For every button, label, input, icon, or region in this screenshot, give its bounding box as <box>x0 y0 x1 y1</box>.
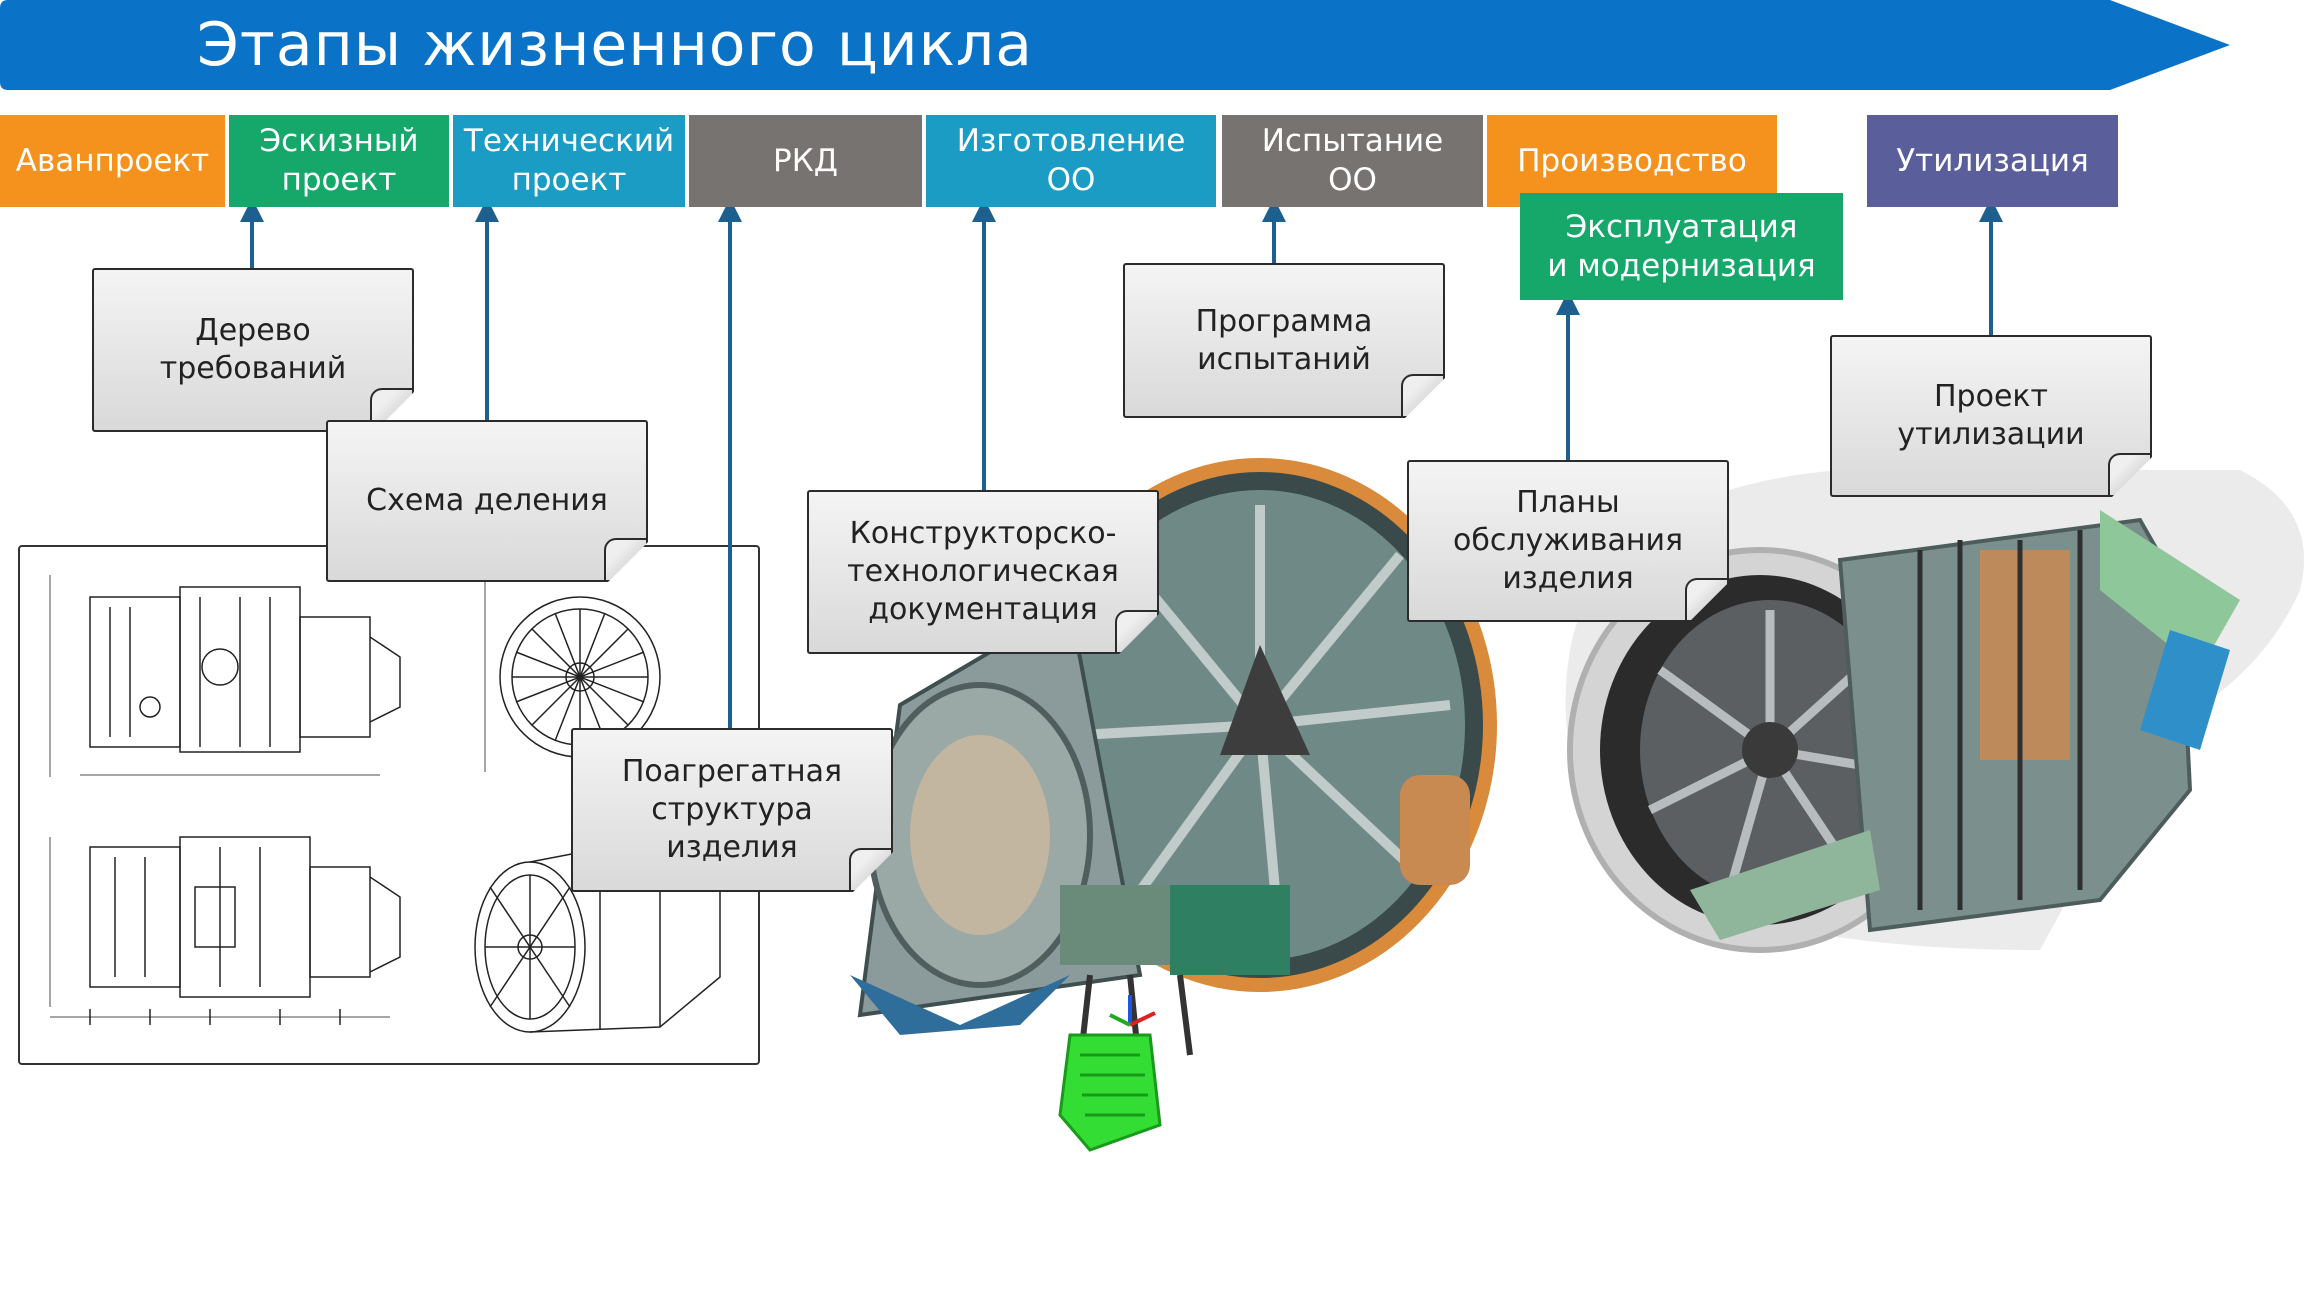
note-skhema-deleniya: Схема деления <box>326 420 648 582</box>
note-label: Поагрегатная структура изделия <box>621 754 843 865</box>
stage-label: Эксплуатация и модернизация <box>1547 208 1816 284</box>
stage-rkd[interactable]: РКД <box>689 115 922 207</box>
stage-ispytanie-oo[interactable]: Испытание ОО <box>1222 115 1483 207</box>
stage-label: Аванпроект <box>15 142 210 179</box>
stage-tekhnichesky-proekt[interactable]: Технический проект <box>453 115 685 207</box>
banner-title: Этапы жизненного цикла <box>196 10 1034 80</box>
stage-label: Испытание ОО <box>1261 123 1444 198</box>
note-label: Дерево требований <box>159 313 347 386</box>
note-poagregatnaya-struktura: Поагрегатная структура изделия <box>571 728 893 892</box>
note-label: Проект утилизации <box>1897 379 2085 452</box>
note-label: Планы обслуживания изделия <box>1452 485 1684 596</box>
stage-utilizatsiya[interactable]: Утилизация <box>1867 115 2118 207</box>
stage-ekspluatatsiya[interactable]: Эксплуатация и модернизация <box>1520 193 1843 300</box>
stage-label: Производство <box>1517 142 1747 179</box>
turbofan-engine-3d-model-icon <box>1565 470 2304 953</box>
stage-proizvodstvo[interactable]: Производство <box>1487 115 1777 207</box>
stage-label: Технический проект <box>463 123 675 198</box>
note-label: Программа испытаний <box>1195 303 1373 377</box>
note-programma-ispytaniy: Программа испытаний <box>1123 263 1445 418</box>
lifecycle-banner-arrow <box>0 0 2230 90</box>
note-label: Схема деления <box>366 483 608 518</box>
note-konstruktorsko-tekhnologicheskaya: Конструкторско- технологическая документ… <box>807 490 1159 654</box>
engine-technical-drawing <box>49 575 721 1033</box>
stage-avanproekt[interactable]: Аванпроект <box>0 115 225 207</box>
stage-label: Изготовление ОО <box>956 123 1186 198</box>
stage-label: Утилизация <box>1896 142 2089 179</box>
note-derevo-trebovaniy: Дерево требований <box>92 268 414 432</box>
stage-eskizny-proekt[interactable]: Эскизный проект <box>229 115 449 207</box>
stage-izgotovlenie-oo[interactable]: Изготовление ОО <box>926 115 1216 207</box>
note-plany-obsluzhivaniya: Планы обслуживания изделия <box>1407 460 1729 622</box>
stage-label: Эскизный проект <box>259 123 419 198</box>
note-proekt-utilizatsii: Проект утилизации <box>1830 335 2152 497</box>
note-label: Конструкторско- технологическая документ… <box>847 516 1119 627</box>
stage-label: РКД <box>773 142 838 179</box>
